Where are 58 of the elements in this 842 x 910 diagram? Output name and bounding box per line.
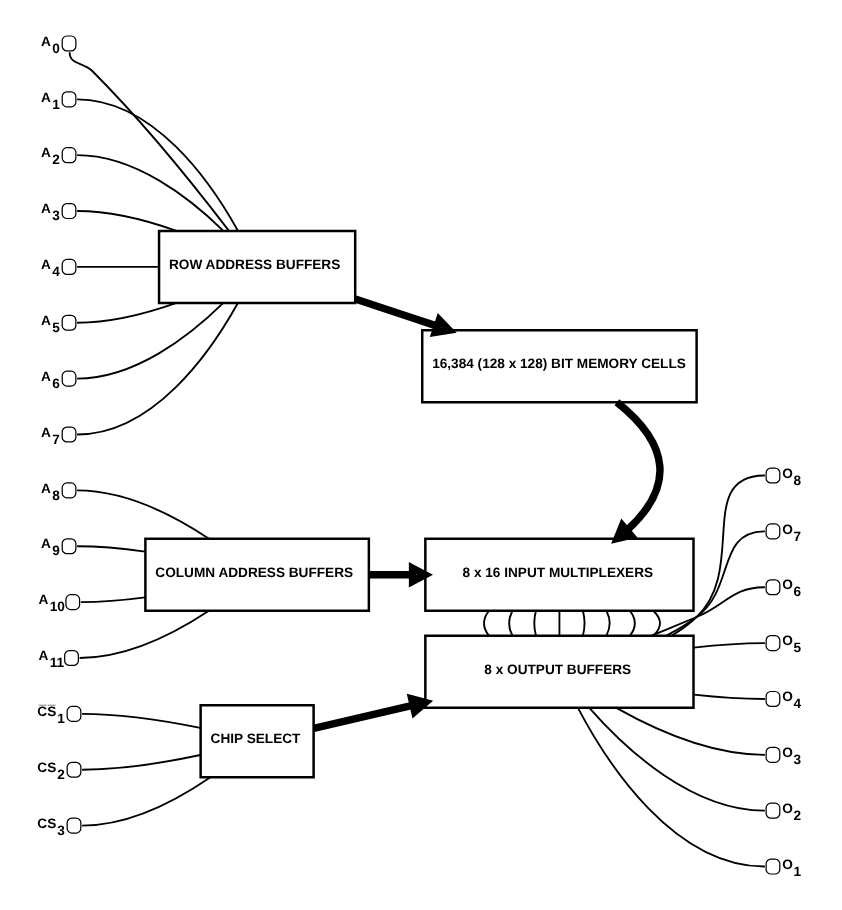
connector <box>76 154 224 232</box>
connector <box>76 266 160 268</box>
node-circle <box>66 761 82 778</box>
connector <box>76 98 239 232</box>
node-circle <box>765 467 781 484</box>
node-circle <box>765 858 781 875</box>
connector <box>76 210 178 232</box>
node-circle <box>765 746 781 763</box>
connector <box>588 706 766 812</box>
connector <box>652 610 661 637</box>
connector <box>76 302 239 436</box>
connector <box>78 610 210 659</box>
arrow <box>369 562 433 588</box>
connector <box>615 706 766 756</box>
node-circle <box>66 817 82 834</box>
node-circle <box>61 538 77 555</box>
connector <box>629 610 636 637</box>
connector <box>650 586 766 637</box>
connector <box>508 610 514 637</box>
connector <box>692 642 766 649</box>
connector <box>558 610 561 637</box>
node-circle <box>61 426 77 443</box>
node-circle <box>765 635 781 652</box>
node-circle <box>61 370 77 387</box>
connector <box>76 545 147 553</box>
connector <box>81 754 202 771</box>
connector <box>582 610 586 637</box>
arrow <box>312 693 434 732</box>
node-circle <box>61 203 77 220</box>
node-circle <box>65 594 81 611</box>
node-circle <box>66 705 82 722</box>
node-circle <box>61 147 77 164</box>
connector <box>76 489 210 540</box>
node-circle <box>765 579 781 596</box>
node-circle <box>765 690 781 707</box>
connector <box>81 712 202 729</box>
connector <box>533 610 537 637</box>
connector <box>68 51 230 232</box>
node-circle <box>765 802 781 819</box>
connector <box>605 610 611 637</box>
connector <box>81 776 212 827</box>
connector <box>76 302 178 324</box>
connector <box>670 474 766 637</box>
connector <box>577 706 766 868</box>
node-circle <box>64 649 79 667</box>
node-circle <box>61 258 77 275</box>
connector <box>692 693 766 700</box>
arrow <box>611 399 664 544</box>
node-circle <box>61 482 77 499</box>
arrow <box>354 295 457 338</box>
node-circle <box>61 314 77 331</box>
connector <box>79 596 147 604</box>
connector <box>483 610 490 637</box>
node-circle <box>61 91 77 108</box>
node-circle <box>61 35 77 52</box>
connector <box>76 302 224 380</box>
connector <box>665 530 766 637</box>
node-circle <box>765 523 781 540</box>
